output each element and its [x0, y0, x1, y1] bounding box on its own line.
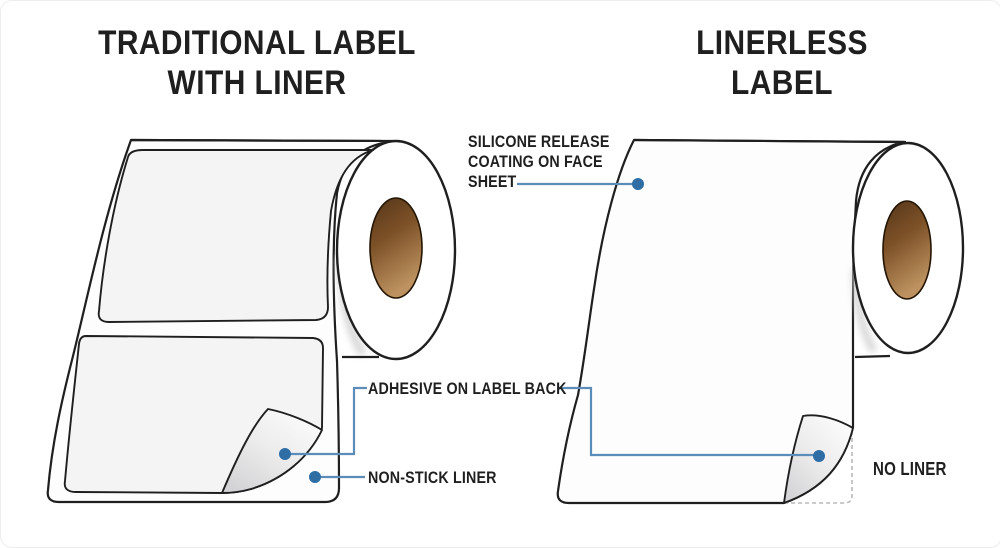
annotation-line: SHEET [468, 172, 517, 191]
callout-connectors [279, 178, 825, 483]
title-linerless-label: LINERLESS LABEL [606, 23, 958, 103]
annotation-no-liner: NO LINER [873, 459, 947, 479]
web-top-edge [633, 138, 907, 144]
linerless-roll-illustration [556, 138, 965, 505]
adhesive-callout-dot-right [813, 450, 825, 462]
cylinder-bottom-edge [854, 354, 891, 359]
annotation-line: SILICONE RELEASE [468, 132, 610, 151]
annotation-adhesive: ADHESIVE ON LABEL BACK [368, 379, 567, 398]
title-line: TRADITIONAL LABEL [98, 24, 416, 62]
annotation-line: COATING ON FACE [468, 152, 603, 171]
adhesive-connector-left [290, 386, 367, 456]
nonstick-callout-dot [309, 471, 321, 483]
title-line: WITH LINER [167, 64, 347, 102]
annotation-silicone-release: SILICONE RELEASE COATING ON FACE SHEET [468, 132, 610, 192]
title-line: LINERLESS [696, 24, 868, 62]
annotation-non-stick-liner: NON-STICK LINER [368, 468, 497, 487]
adhesive-connector-right [558, 386, 814, 457]
traditional-roll-illustration [46, 138, 457, 504]
web-top-edge [130, 138, 396, 143]
title-line: LABEL [731, 64, 833, 102]
silicone-callout-dot [632, 178, 644, 190]
roll-core [882, 200, 932, 300]
title-traditional-label: TRADITIONAL LABEL WITH LINER [63, 23, 450, 103]
die-cut-label-top [97, 149, 374, 323]
roll-core [369, 197, 423, 299]
peeled-corner-adhesive [221, 408, 323, 494]
adhesive-callout-dot-left [279, 448, 291, 460]
ghost-corner-dashed [787, 431, 853, 504]
